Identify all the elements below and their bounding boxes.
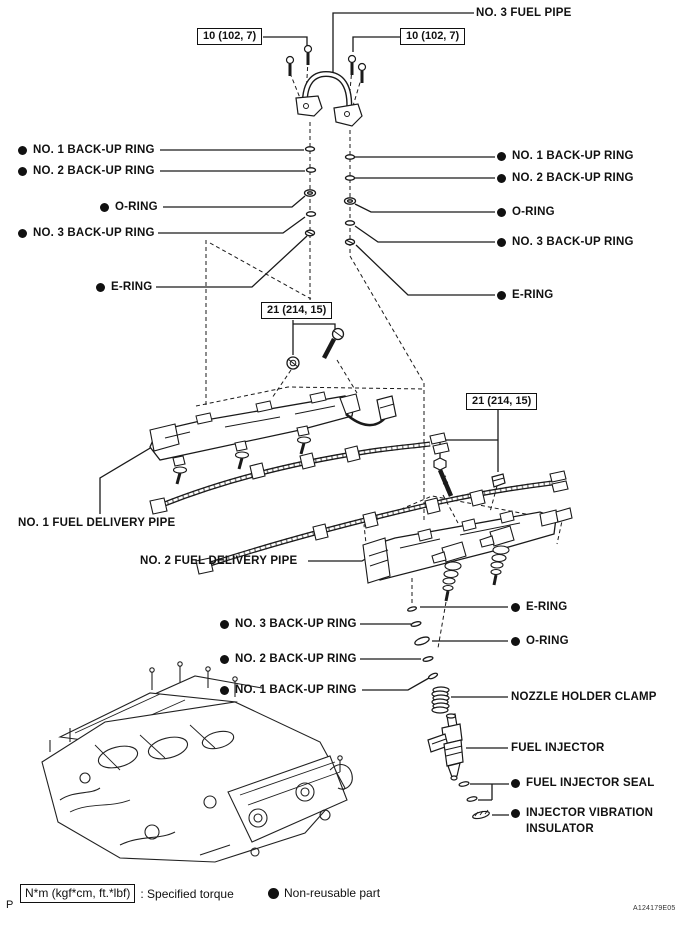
injector-wire-harness-1 <box>149 432 450 515</box>
non-reusable-bullet <box>18 166 27 176</box>
callout-text: NO. 1 BACK-UP RING <box>33 144 155 156</box>
page-marker: P <box>6 899 14 911</box>
callout-e-ring-ul: E-RING <box>96 280 152 294</box>
callout-e-ring-lower: E-RING <box>511 600 567 614</box>
delivery-pipe-fasteners <box>286 327 506 497</box>
callout-text: NO. 2 BACK-UP RING <box>512 172 634 184</box>
non-reusable-bullet <box>220 619 229 629</box>
callout-text: E-RING <box>111 281 153 293</box>
callout-text: NOZZLE HOLDER CLAMP <box>511 691 657 703</box>
callout-no2-backup-ring-ur: NO. 2 BACK-UP RING <box>497 171 634 185</box>
callout-text: O-RING <box>512 206 555 218</box>
torque-value: 10 (102, 7) <box>203 30 257 42</box>
torque-box-delivery-pipe-right: 21 (214, 15) <box>466 393 538 410</box>
callout-text: NO. 2 FUEL DELIVERY PIPE <box>140 555 298 567</box>
callout-no2-backup-ring-lower: NO. 2 BACK-UP RING <box>220 652 357 666</box>
no1-fuel-delivery-pipe-drawing <box>149 391 397 485</box>
callout-text: INSULATOR <box>526 823 594 835</box>
non-reusable-bullet <box>497 207 506 217</box>
non-reusable-bullet <box>497 237 506 247</box>
non-reusable-bullet <box>511 808 520 818</box>
non-reusable-bullet <box>497 173 506 183</box>
union-bolt-icons <box>285 44 367 83</box>
non-reusable-bullet <box>268 887 279 899</box>
torque-box-fuel-pipe-left: 10 (102, 7) <box>197 28 263 45</box>
upper-seal-rings <box>303 146 357 246</box>
engine-block-drawing <box>41 661 353 863</box>
callout-text: E-RING <box>526 601 568 613</box>
callout-no3-backup-ring-ur: NO. 3 BACK-UP RING <box>497 235 634 249</box>
callout-no1-backup-ring-ul: NO. 1 BACK-UP RING <box>18 143 155 157</box>
non-reusable-bullet <box>220 685 229 695</box>
callout-fuel-injector-seal: FUEL INJECTOR SEAL <box>511 776 654 790</box>
callout-text: NO. 2 BACK-UP RING <box>235 653 357 665</box>
callout-text: O-RING <box>115 201 158 213</box>
callout-o-ring-ur: O-RING <box>497 205 555 219</box>
injector-seal-drawings <box>458 781 490 820</box>
non-reusable-bullet <box>100 202 109 212</box>
non-reusable-meaning: Non-reusable part <box>284 886 381 900</box>
callout-nozzle-holder-clamp: NOZZLE HOLDER CLAMP <box>511 690 657 704</box>
non-reusable-bullet <box>96 282 105 292</box>
callout-no1-backup-ring-lower: NO. 1 BACK-UP RING <box>220 683 357 697</box>
callout-no2-fuel-delivery-pipe: NO. 2 FUEL DELIVERY PIPE <box>140 554 297 568</box>
callout-text: O-RING <box>526 635 569 647</box>
callout-fuel-injector: FUEL INJECTOR <box>511 741 605 755</box>
callout-no1-backup-ring-ur: NO. 1 BACK-UP RING <box>497 149 634 163</box>
callout-injector-vibration-insulator: INJECTOR VIBRATION INSULATOR <box>511 806 653 836</box>
torque-value: 21 (214, 15) <box>472 395 532 407</box>
legend-torque: N*m (kgf*cm, ft.*lbf) : Specified torque <box>20 884 234 903</box>
leader-lines <box>99 12 509 816</box>
non-reusable-bullet <box>497 290 506 300</box>
figure-code: A124179E05 <box>633 905 676 912</box>
non-reusable-bullet <box>511 636 520 646</box>
non-reusable-bullet <box>220 654 229 664</box>
callout-text: NO. 1 BACK-UP RING <box>512 150 634 162</box>
torque-value: 21 (214, 15) <box>267 304 327 316</box>
non-reusable-bullet <box>511 778 520 788</box>
callout-o-ring-lower: O-RING <box>511 634 569 648</box>
non-reusable-bullet <box>18 145 27 155</box>
callout-o-ring-ul: O-RING <box>100 200 158 214</box>
nozzle-holder-clamp-drawing <box>431 686 450 714</box>
fuel-injector-drawing <box>427 713 464 781</box>
lower-seal-rings <box>406 606 439 680</box>
callout-text: FUEL INJECTOR <box>511 742 605 754</box>
callout-text: E-RING <box>512 289 554 301</box>
callout-no3-fuel-pipe: NO. 3 FUEL PIPE <box>476 6 571 20</box>
callout-text: NO. 2 BACK-UP RING <box>33 165 155 177</box>
torque-symbol-box: N*m (kgf*cm, ft.*lbf) <box>20 884 136 903</box>
callout-text: FUEL INJECTOR SEAL <box>526 777 655 789</box>
non-reusable-bullet <box>18 228 27 238</box>
no3-fuel-pipe-drawing <box>295 70 363 127</box>
callout-no1-fuel-delivery-pipe: NO. 1 FUEL DELIVERY PIPE <box>18 516 175 530</box>
callout-no2-backup-ring-ul: NO. 2 BACK-UP RING <box>18 164 155 178</box>
callout-text: NO. 3 BACK-UP RING <box>512 236 634 248</box>
callout-e-ring-ur: E-RING <box>497 288 553 302</box>
legend-non-reusable: Non-reusable part <box>268 886 380 900</box>
torque-box-fuel-pipe-right: 10 (102, 7) <box>400 28 466 45</box>
torque-value: 10 (102, 7) <box>406 30 460 42</box>
callout-text: NO. 3 BACK-UP RING <box>235 618 357 630</box>
torque-meaning: : Specified torque <box>140 886 234 901</box>
callout-text: NO. 1 FUEL DELIVERY PIPE <box>18 517 176 529</box>
callout-no3-backup-ring-lower: NO. 3 BACK-UP RING <box>220 617 357 631</box>
no2-fuel-delivery-pipe-drawing <box>362 507 573 602</box>
callout-text: INJECTOR VIBRATION <box>526 807 654 819</box>
callout-text: NO. 3 BACK-UP RING <box>33 227 155 239</box>
injector-wire-harness-2 <box>195 470 569 575</box>
non-reusable-bullet <box>511 602 520 612</box>
torque-box-delivery-pipe-left: 21 (214, 15) <box>261 302 333 319</box>
callout-text: NO. 3 FUEL PIPE <box>476 7 572 19</box>
callout-no3-backup-ring-ul: NO. 3 BACK-UP RING <box>18 226 155 240</box>
callout-text: NO. 1 BACK-UP RING <box>235 684 357 696</box>
non-reusable-bullet <box>497 151 506 161</box>
